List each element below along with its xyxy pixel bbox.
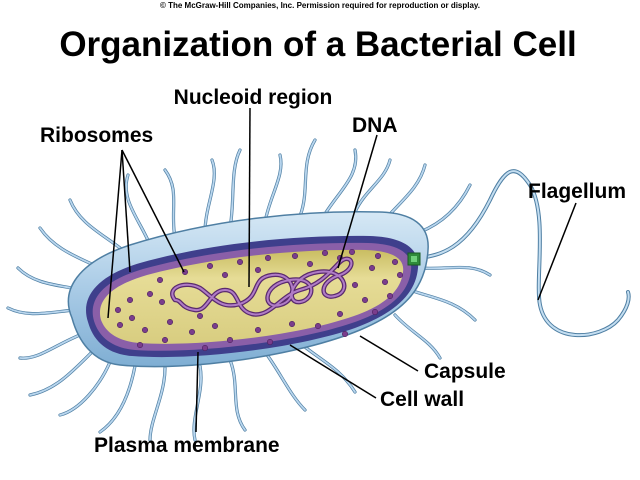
ribosome	[167, 318, 174, 325]
flagellum	[418, 169, 631, 338]
ribosome	[291, 253, 298, 260]
ribosome	[127, 296, 134, 303]
pilus-edge	[98, 364, 137, 434]
ribosome	[371, 308, 378, 315]
label-flagellum: Flagellum	[528, 180, 626, 203]
ribosome	[129, 314, 136, 321]
ribosome	[157, 276, 164, 283]
ribosome	[351, 281, 358, 288]
copyright-notice: © The McGraw-Hill Companies, Inc. Permis…	[160, 1, 480, 10]
ribosome	[264, 255, 271, 262]
ribosome	[361, 296, 368, 303]
pilus	[204, 159, 216, 233]
ribosome	[237, 258, 244, 265]
ribosome	[202, 344, 209, 351]
pilus-edge	[38, 226, 102, 270]
pilus	[419, 266, 491, 276]
pilus	[389, 164, 426, 215]
ribosome	[197, 312, 204, 319]
ribosome	[314, 322, 321, 329]
pilus-edge	[388, 163, 427, 216]
pilus	[354, 159, 391, 213]
pilus	[149, 367, 166, 441]
ribosome	[266, 338, 273, 345]
ribosome	[255, 266, 262, 273]
pilus	[409, 289, 476, 321]
pilus	[229, 359, 246, 431]
pilus-edge	[124, 173, 152, 247]
dna	[170, 256, 354, 317]
ribosome	[115, 306, 122, 313]
ribosome	[341, 330, 348, 337]
ribosome	[374, 253, 381, 260]
ribosome	[147, 290, 154, 297]
pilus-edge	[408, 288, 477, 322]
pilus	[164, 169, 176, 239]
ribosome	[348, 249, 355, 256]
pilus	[264, 154, 282, 223]
label-nucleoid-region: Nucleoid region	[174, 86, 333, 109]
ribosome	[386, 292, 393, 299]
ribosome	[306, 260, 313, 267]
pilus	[264, 351, 306, 411]
ribosome	[189, 328, 196, 335]
label-dna: DNA	[352, 114, 398, 137]
pilus	[69, 199, 126, 253]
ribosome	[321, 250, 328, 257]
ribosome	[288, 320, 295, 327]
label-ribosomes: Ribosomes	[40, 124, 153, 147]
ribosome	[391, 258, 398, 265]
ribosome	[227, 336, 234, 343]
pilus	[324, 149, 357, 215]
pilus	[229, 149, 241, 229]
page-title: Organization of a Bacterial Cell	[59, 25, 576, 64]
pilus	[19, 334, 81, 359]
ribosome	[222, 271, 229, 278]
pilus	[7, 307, 76, 315]
pilus	[59, 361, 111, 416]
ribosome	[159, 298, 166, 305]
ribosome	[137, 341, 144, 348]
pilus	[125, 174, 151, 246]
ribosome	[162, 336, 169, 343]
ribosome	[207, 262, 214, 269]
label-plasma-membrane: Plasma membrane	[94, 434, 280, 457]
pilus	[29, 351, 93, 396]
pilus-edge	[58, 360, 112, 417]
ribosomes	[115, 249, 403, 351]
ribosome	[396, 271, 403, 278]
ribosome	[336, 310, 343, 317]
flagellum-motor	[407, 252, 421, 266]
ribosome	[212, 322, 219, 329]
ribosome	[381, 278, 388, 285]
pilus	[299, 139, 316, 217]
label-capsule: Capsule	[424, 360, 506, 383]
pilus-edge	[323, 148, 358, 216]
ribosome	[255, 326, 262, 333]
ribosome	[142, 326, 149, 333]
ribosome	[117, 321, 124, 328]
pilus	[394, 314, 441, 359]
label-cell-wall: Cell wall	[380, 388, 464, 411]
pilus	[99, 365, 136, 433]
ribosome	[368, 264, 375, 271]
pilus	[193, 365, 202, 441]
pilus-edge	[418, 183, 472, 234]
pilus-edge	[28, 350, 94, 397]
pilus	[419, 184, 471, 233]
leader-lines	[107, 107, 577, 433]
